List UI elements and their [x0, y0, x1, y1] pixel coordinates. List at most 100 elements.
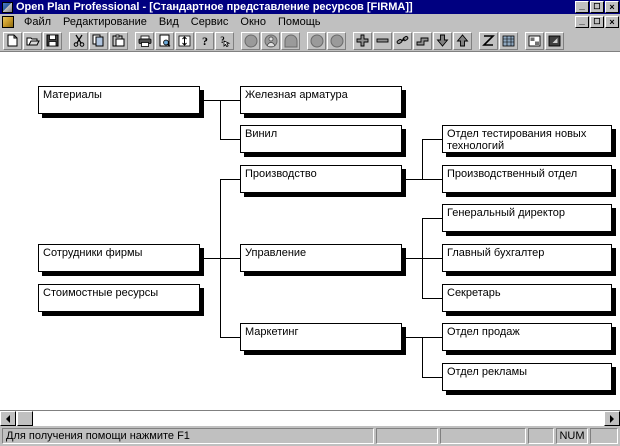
conn-market-stub [402, 337, 422, 338]
conn-to-gen-dir [422, 218, 442, 219]
zoom-z-button[interactable] [479, 31, 498, 50]
move-up-button[interactable] [453, 31, 472, 50]
minus-icon [376, 38, 389, 43]
diagram-node-label: Управление [245, 247, 307, 259]
menu-item-edit[interactable]: Редактирование [63, 16, 147, 28]
diagram-node-materialy[interactable]: Материалы [38, 86, 200, 114]
diagram-node-sotrudniki[interactable]: Сотрудники фирмы [38, 244, 200, 272]
diagram-node-otdel-prod[interactable]: Отдел продаж [442, 323, 612, 351]
conn-to-upravlenie [220, 258, 240, 259]
layout-button[interactable] [525, 31, 544, 50]
fit-window-icon [548, 35, 561, 46]
remove-button[interactable] [373, 31, 392, 50]
svg-text:?: ? [220, 35, 225, 45]
circle-gray-button[interactable] [307, 31, 326, 50]
menu-item-help[interactable]: Помощь [277, 16, 321, 28]
resource-person-button[interactable] [261, 31, 280, 50]
minimize-button[interactable]: _ [575, 1, 589, 13]
diagram-node-gl-buh[interactable]: Главный бухгалтер [442, 244, 612, 272]
document-icon[interactable] [2, 16, 14, 28]
status-pane-1 [376, 428, 438, 444]
conn-to-gl-buh [422, 258, 442, 259]
paste-button[interactable] [109, 31, 128, 50]
conn-to-otdel-prod [422, 337, 442, 338]
diagram-node-label: Генеральный директор [447, 207, 565, 219]
diagram-node-zhelezo[interactable]: Железная арматура [240, 86, 402, 114]
resource-person-icon [264, 34, 277, 47]
fit-window-button[interactable] [545, 31, 564, 50]
conn-proizv-stub [402, 179, 422, 180]
conn-market-spine [422, 337, 423, 377]
scroll-right-button[interactable] [604, 411, 620, 426]
diagram-node-otdel-test[interactable]: Отдел тестирования новых технологий [442, 125, 612, 153]
diagram-node-gen-dir[interactable]: Генеральный директор [442, 204, 612, 232]
scroll-left-button[interactable] [0, 411, 16, 426]
link-button[interactable] [393, 31, 412, 50]
new-file-button[interactable] [3, 31, 22, 50]
diagram-node-label: Материалы [43, 89, 102, 101]
add-button[interactable] [353, 31, 372, 50]
cut-button[interactable] [69, 31, 88, 50]
sort-button[interactable] [175, 31, 194, 50]
mdi-restore-icon: ☐ [593, 17, 601, 26]
diagram-node-label: Стоимостные ресурсы [43, 287, 159, 299]
promote-button[interactable] [413, 31, 432, 50]
resource-circle-button[interactable] [241, 31, 260, 50]
mdi-minimize-button[interactable]: _ [575, 16, 589, 28]
conn-materialy-spine [220, 100, 221, 139]
open-folder-button[interactable] [23, 31, 42, 50]
circle-gray2-button[interactable] [327, 31, 346, 50]
help-question-button[interactable]: ? [195, 31, 214, 50]
copy-button[interactable] [89, 31, 108, 50]
menu-item-view[interactable]: Вид [158, 16, 179, 28]
close-button[interactable]: × [605, 1, 619, 13]
context-help-button[interactable]: ? [215, 31, 234, 50]
move-down-button[interactable] [433, 31, 452, 50]
conn-to-marketing [220, 337, 240, 338]
chevron-left-icon [6, 414, 10, 423]
save-disk-button[interactable] [43, 31, 62, 50]
diagram-node-label: Главный бухгалтер [447, 247, 545, 259]
diagram-node-stoimost[interactable]: Стоимостные ресурсы [38, 284, 200, 312]
status-pane-3 [528, 428, 554, 444]
help-question-icon: ? [202, 34, 208, 47]
save-disk-icon [46, 34, 59, 47]
resource-shape-button[interactable] [281, 31, 300, 50]
conn-materialy-stub [200, 100, 220, 101]
menu-item-file[interactable]: Файл [24, 16, 52, 28]
diagram-node-otdel-rekl[interactable]: Отдел рекламы [442, 363, 612, 391]
menu-item-window[interactable]: Окно [240, 16, 266, 28]
link-icon [396, 36, 408, 45]
print-preview-button[interactable] [155, 31, 174, 50]
scrollbar-track[interactable] [16, 411, 604, 426]
horizontal-scrollbar[interactable] [0, 410, 620, 426]
diagram-node-proiz-otdel[interactable]: Производственный отдел [442, 165, 612, 193]
diagram-node-proizvodstvo[interactable]: Производство [240, 165, 402, 193]
conn-to-proiz-otdel [422, 179, 442, 180]
copy-icon [92, 34, 104, 47]
conn-to-proizvodstvo [220, 179, 240, 180]
new-file-icon [7, 34, 18, 47]
diagram-node-label: Отдел рекламы [447, 366, 528, 378]
grid-view-button[interactable] [499, 31, 518, 50]
move-up-icon [456, 34, 469, 47]
circle-gray2-icon [330, 34, 343, 47]
status-pane-5 [590, 428, 618, 444]
mdi-close-button[interactable]: × [605, 16, 619, 28]
diagram-node-label: Маркетинг [245, 326, 299, 338]
paste-icon [112, 34, 125, 47]
menu-item-tools[interactable]: Сервис [190, 16, 229, 28]
diagram-node-marketing[interactable]: Маркетинг [240, 323, 402, 351]
mdi-restore-button[interactable]: ☐ [590, 16, 604, 28]
resource-circle-icon [244, 34, 257, 47]
layout-icon [528, 35, 541, 46]
print-button[interactable] [135, 31, 154, 50]
diagram-node-upravlenie[interactable]: Управление [240, 244, 402, 272]
restore-button[interactable]: ☐ [590, 1, 604, 13]
title-bar: Open Plan Professional - [Стандартное пр… [0, 0, 620, 14]
zoom-z-icon [482, 35, 495, 46]
diagram-node-vinil[interactable]: Винил [240, 125, 402, 153]
diagram-node-sekretar[interactable]: Секретарь [442, 284, 612, 312]
scrollbar-thumb[interactable] [17, 411, 33, 426]
